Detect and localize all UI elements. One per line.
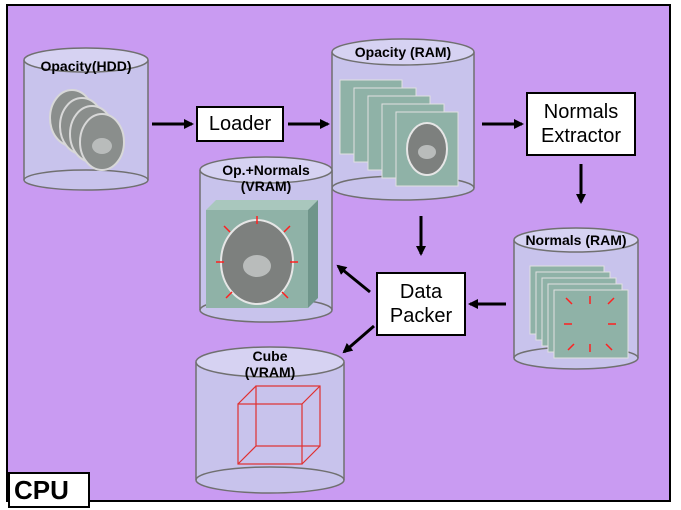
cube-vram-cylinder: [195, 346, 345, 494]
arrow-packer-to-cube: [342, 324, 375, 354]
loader-label: Loader: [208, 113, 272, 135]
data-packer-box: Data Packer: [376, 272, 466, 336]
cube-vram-label: Cube (VRAM): [244, 348, 296, 380]
cpu-label: CPU: [8, 472, 90, 508]
wireframe-cube: [237, 385, 321, 465]
arrow-packer-to-vram: [336, 264, 371, 294]
volume-block: [206, 200, 318, 308]
normals-extractor-box: Normals Extractor: [526, 92, 636, 156]
normals-ram-label: Normals (RAM): [525, 232, 627, 248]
head-slices-stack: [49, 89, 125, 171]
normals-ram-cylinder: [513, 227, 639, 370]
opacity-hdd-label: Opacity(HDD): [40, 58, 132, 74]
data-packer-label: Data Packer: [389, 281, 453, 327]
opacity-ram-label: Opacity (RAM): [354, 44, 452, 60]
flow-arrows: [152, 119, 586, 354]
opacity-slice-stack: [339, 79, 459, 187]
normals-slice-stack: [529, 265, 629, 359]
op-normals-vram-label: Op.+Normals (VRAM): [222, 162, 310, 194]
opacity-ram-cylinder: [331, 38, 475, 201]
op-normals-vram-cylinder: [199, 156, 333, 323]
normals-extractor-label: Normals Extractor: [540, 101, 622, 147]
loader-box: Loader: [196, 106, 284, 142]
opacity-hdd-cylinder: [23, 47, 149, 191]
